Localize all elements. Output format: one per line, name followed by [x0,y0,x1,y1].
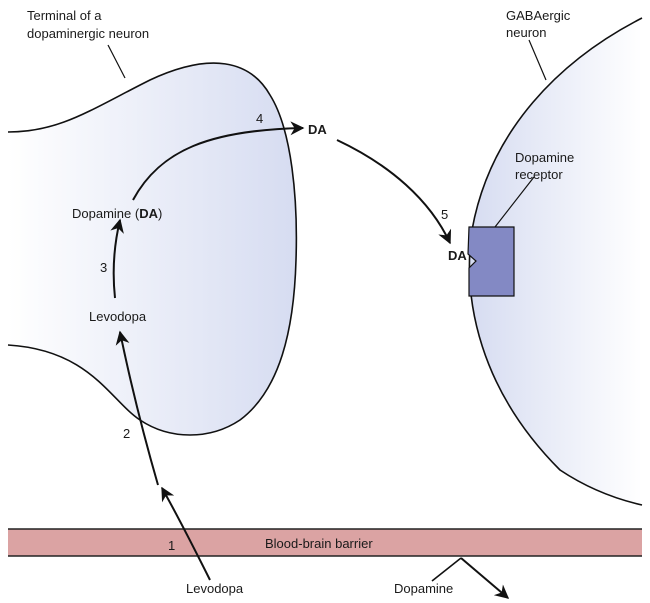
dopaminergic-terminal [8,63,297,435]
arrow-step-5 [336,139,452,245]
step-2-number: 2 [123,426,130,441]
receptor-label-line2: receptor [515,167,563,182]
step-3-number: 3 [100,260,107,275]
terminal-label-line1: Terminal of a [27,8,102,23]
arrow-step-3 [110,218,124,299]
levodopa-outer-label: Levodopa [186,581,244,596]
dopamine-da-label: Dopamine (DA) [72,206,162,221]
gaba-label-line1: GABAergic [506,8,571,23]
step-5-number: 5 [441,207,448,222]
arrow-step-2 [115,330,159,486]
step-4-number: 4 [256,111,263,126]
receptor-leader-line [494,176,535,228]
terminal-label-line2: dopaminergic neuron [27,26,149,41]
da-receptor-label: DA [448,248,467,263]
arrow-step-1 [161,486,211,581]
da-synapse-label: DA [308,122,327,137]
blood-brain-barrier [8,529,642,556]
arrow-step-4 [132,121,305,201]
terminal-leader-line [107,44,126,79]
dopamine-receptor [467,226,515,297]
levodopa-inner-label: Levodopa [89,309,147,324]
barrier-label: Blood-brain barrier [265,536,373,551]
gaba-label-line2: neuron [506,25,546,40]
dopamine-label-suffix: ) [158,206,162,221]
receptor-label-line1: Dopamine [515,150,574,165]
dopamine-outer-label: Dopamine [394,581,453,596]
dopamine-abbr: DA [139,206,158,221]
dopamine-blocked-line [431,557,462,582]
gaba-leader-line [528,39,547,81]
gabaergic-neuron [469,18,642,505]
step-1-number: 1 [168,538,175,553]
dopamine-label-text: Dopamine ( [72,206,140,221]
dopamine-deflect-arrow [460,557,510,599]
